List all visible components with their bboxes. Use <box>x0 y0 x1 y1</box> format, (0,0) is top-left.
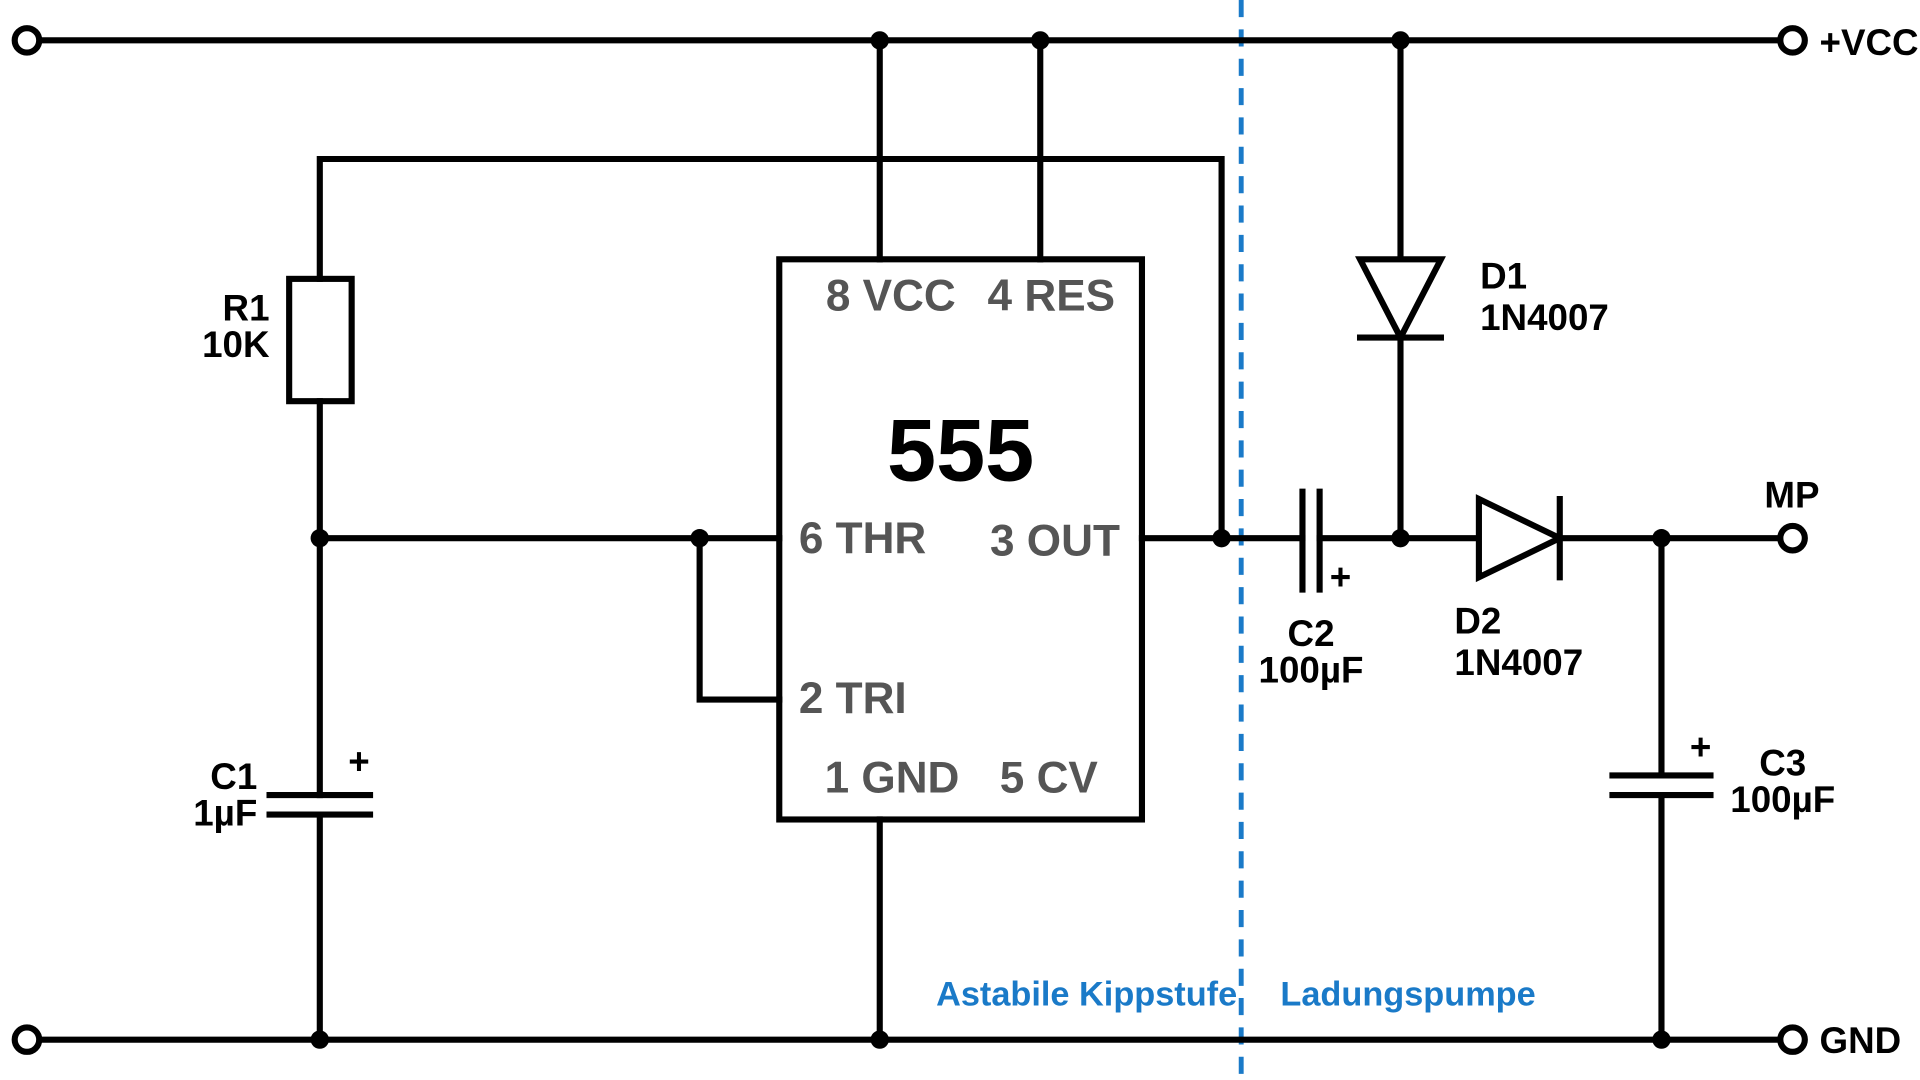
diode-d2-body <box>1475 494 1567 583</box>
junction-dot <box>1212 528 1231 548</box>
terminal-mp <box>1777 522 1808 554</box>
junction-dot <box>1652 1030 1671 1049</box>
label-c2-ref: C2 <box>1288 613 1335 654</box>
resistor-r1 <box>286 275 355 405</box>
junction-dot <box>870 1030 889 1049</box>
pin-label-vcc: 8 VCC <box>826 272 956 321</box>
label-mp: MP <box>1764 475 1819 516</box>
label-c2-polarity: + <box>1330 557 1351 598</box>
section-label-charge-pump: Ladungspumpe <box>1280 975 1535 1013</box>
wire-thr-tri-link <box>696 535 783 703</box>
label-c3-polarity: + <box>1690 727 1711 768</box>
junction-dot <box>1391 31 1410 50</box>
junction-dot <box>1652 528 1671 548</box>
label-c1-polarity: + <box>348 741 369 782</box>
label-c2-value: 100µF <box>1259 650 1364 691</box>
pin-label-res: 4 RES <box>988 272 1115 321</box>
junction-dot <box>1391 528 1410 548</box>
label-d1-value: 1N4007 <box>1480 297 1609 338</box>
terminal-vcc-left <box>11 25 43 56</box>
label-d1-ref: D1 <box>1480 256 1527 297</box>
label-c1-value: 1µF <box>193 793 257 834</box>
pin-label-tri: 2 TRI <box>799 674 907 723</box>
label-r1-ref: R1 <box>223 287 270 328</box>
pin-label-gnd: 1 GND <box>825 754 960 803</box>
label-c3-ref: C3 <box>1759 742 1806 783</box>
junction-dot <box>310 528 329 548</box>
label-r1-value: 10K <box>202 324 270 365</box>
label-d2-value: 1N4007 <box>1454 642 1583 683</box>
pin-label-cv: 5 CV <box>1000 754 1099 803</box>
wire-r1-top-loop <box>316 155 1225 542</box>
diode-d1-body <box>1355 256 1446 345</box>
junction-dot <box>310 1030 329 1049</box>
junction-dot <box>1031 31 1050 50</box>
ic-name: 555 <box>887 401 1034 500</box>
label-vcc: +VCC <box>1820 22 1919 63</box>
pin-label-thr: 6 THR <box>799 514 926 563</box>
junction-dot <box>690 528 709 548</box>
terminal-vcc-right <box>1777 25 1808 56</box>
section-label-astable: Astabile Kippstufe <box>936 975 1237 1013</box>
label-gnd: GND <box>1820 1020 1902 1061</box>
terminal-gnd-left <box>11 1024 43 1055</box>
pin-label-out: 3 OUT <box>990 516 1120 565</box>
label-c1-ref: C1 <box>210 756 257 797</box>
junction-dot <box>870 31 889 50</box>
label-c3-value: 100µF <box>1730 779 1835 820</box>
terminal-gnd-right <box>1777 1024 1808 1055</box>
label-d2-ref: D2 <box>1454 601 1501 642</box>
